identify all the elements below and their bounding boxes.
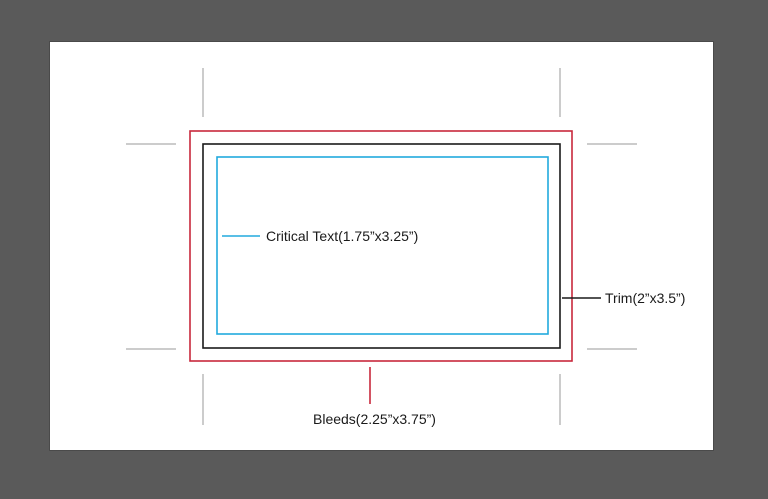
trim-box	[202, 143, 561, 349]
artboard	[50, 42, 713, 450]
critical-text-label: Critical Text(1.75”x3.25”)	[266, 228, 418, 244]
critical-text-box	[216, 156, 549, 335]
bleed-box	[189, 130, 573, 362]
trim-label: Trim(2”x3.5”)	[605, 290, 685, 306]
bleed-label: Bleeds(2.25”x3.75”)	[313, 411, 436, 427]
